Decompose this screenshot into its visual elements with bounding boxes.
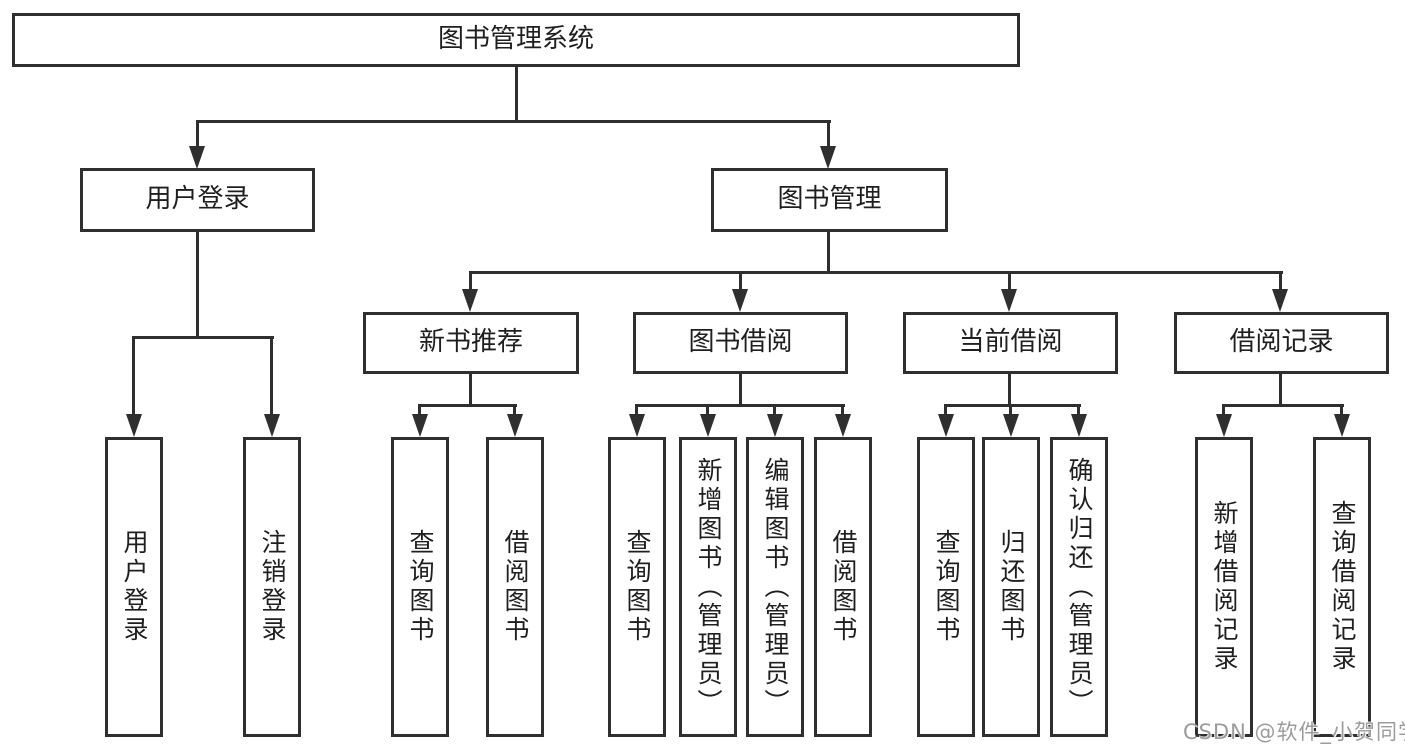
connector xyxy=(1008,374,1011,407)
connector xyxy=(773,404,776,417)
connector xyxy=(827,120,830,150)
leaf-user-login-label: 用户登录 xyxy=(120,529,149,645)
connector xyxy=(739,271,742,293)
connector xyxy=(132,336,274,339)
leaf-confirm-return-admin-label: 确认归还（管理员） xyxy=(1065,456,1094,718)
arrow-down-icon xyxy=(835,414,851,437)
node-borrow-records: 借阅记录 xyxy=(1174,312,1389,374)
connector xyxy=(196,232,199,336)
node-new-book-recommend-label: 新书推荐 xyxy=(418,327,523,358)
connector xyxy=(1077,404,1080,417)
leaf-query-books-3-label: 查询图书 xyxy=(932,529,961,645)
arrow-down-icon xyxy=(1003,414,1019,437)
leaf-borrow-books-2: 借阅图书 xyxy=(814,437,872,737)
node-book-borrow: 图书借阅 xyxy=(633,312,848,374)
leaf-return-books: 归还图书 xyxy=(982,437,1040,737)
node-current-borrow: 当前借阅 xyxy=(903,312,1118,374)
arrow-down-icon xyxy=(1272,289,1288,312)
arrow-down-icon xyxy=(1001,289,1017,312)
leaf-user-login: 用户登录 xyxy=(105,437,163,737)
leaf-confirm-return-admin: 确认归还（管理员） xyxy=(1050,437,1108,737)
connector xyxy=(1222,404,1344,407)
node-book-management-label: 图书管理 xyxy=(777,184,882,215)
node-current-borrow-label: 当前借阅 xyxy=(958,327,1063,358)
arrow-down-icon xyxy=(629,414,645,437)
arrow-down-icon xyxy=(126,414,142,437)
connector xyxy=(469,374,472,407)
arrow-down-icon xyxy=(732,289,748,312)
arrow-down-icon xyxy=(1216,414,1232,437)
connector xyxy=(469,271,472,293)
leaf-edit-books-admin-label: 编辑图书（管理员） xyxy=(761,456,790,718)
arrow-down-icon xyxy=(1334,414,1350,437)
leaf-borrow-books-1: 借阅图书 xyxy=(486,437,544,737)
connector xyxy=(469,271,1283,274)
connector xyxy=(513,404,516,417)
leaf-query-books-2: 查询图书 xyxy=(608,437,666,737)
arrow-down-icon xyxy=(507,414,523,437)
leaf-add-books-admin-label: 新增图书（管理员） xyxy=(694,456,723,718)
connector xyxy=(1222,404,1225,417)
leaf-logout: 注销登录 xyxy=(243,437,301,737)
node-root: 图书管理系统 xyxy=(12,13,1020,67)
node-root-label: 图书管理系统 xyxy=(437,24,594,55)
connector xyxy=(418,404,421,417)
leaf-borrow-books-1-label: 借阅图书 xyxy=(501,529,530,645)
connector xyxy=(418,404,517,407)
arrow-down-icon xyxy=(820,146,836,169)
connector xyxy=(739,374,742,407)
leaf-add-borrow-record: 新增借阅记录 xyxy=(1195,437,1253,737)
connector xyxy=(196,120,831,123)
leaf-edit-books-admin: 编辑图书（管理员） xyxy=(746,437,804,737)
leaf-borrow-books-2-label: 借阅图书 xyxy=(829,529,858,645)
connector xyxy=(635,404,845,407)
connector xyxy=(132,336,135,416)
node-borrow-records-label: 借阅记录 xyxy=(1229,327,1334,358)
node-user-login-label: 用户登录 xyxy=(145,184,250,215)
node-book-borrow-label: 图书借阅 xyxy=(688,327,793,358)
connector xyxy=(1340,404,1343,417)
arrow-down-icon xyxy=(1071,414,1087,437)
leaf-query-books-1: 查询图书 xyxy=(391,437,449,737)
leaf-return-books-label: 归还图书 xyxy=(997,529,1026,645)
node-book-management: 图书管理 xyxy=(711,168,948,232)
connector xyxy=(944,404,1081,407)
leaf-query-borrow-record: 查询借阅记录 xyxy=(1313,437,1371,737)
connector xyxy=(1279,271,1282,293)
node-user-login: 用户登录 xyxy=(80,168,315,232)
arrow-down-icon xyxy=(767,414,783,437)
csdn-watermark: CSDN @软件_小贺同学 xyxy=(1183,720,1405,744)
leaf-query-books-3: 查询图书 xyxy=(917,437,975,737)
leaf-logout-label: 注销登录 xyxy=(258,529,287,645)
leaf-query-borrow-record-label: 查询借阅记录 xyxy=(1328,500,1357,674)
connector xyxy=(1279,374,1282,407)
arrow-down-icon xyxy=(462,289,478,312)
connector xyxy=(1008,271,1011,293)
arrow-down-icon xyxy=(412,414,428,437)
connector xyxy=(515,67,518,120)
leaf-query-books-1-label: 查询图书 xyxy=(406,529,435,645)
node-new-book-recommend: 新书推荐 xyxy=(363,312,579,374)
connector xyxy=(1009,404,1012,417)
connector xyxy=(827,232,830,274)
leaf-add-borrow-record-label: 新增借阅记录 xyxy=(1210,500,1239,674)
connector xyxy=(944,404,947,417)
arrow-down-icon xyxy=(264,414,280,437)
connector xyxy=(635,404,638,417)
arrow-down-icon xyxy=(189,146,205,169)
leaf-add-books-admin: 新增图书（管理员） xyxy=(679,437,737,737)
leaf-query-books-2-label: 查询图书 xyxy=(623,529,652,645)
connector xyxy=(841,404,844,417)
arrow-down-icon xyxy=(700,414,716,437)
connector xyxy=(706,404,709,417)
connector xyxy=(196,120,199,150)
connector xyxy=(270,336,273,416)
arrow-down-icon xyxy=(938,414,954,437)
